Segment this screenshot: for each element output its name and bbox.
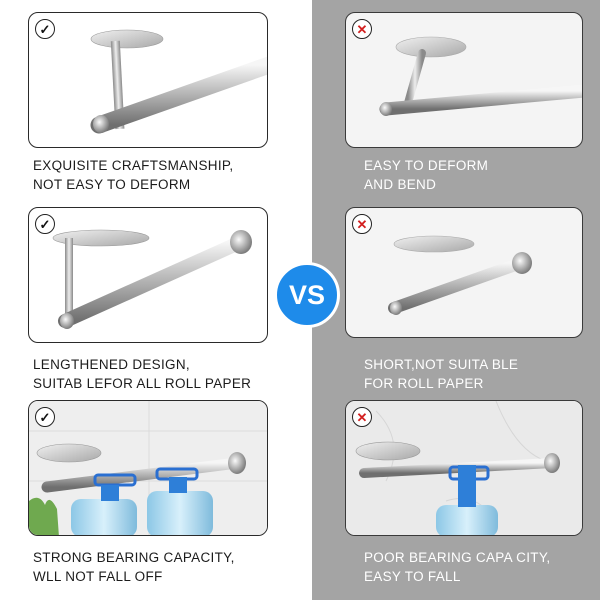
vs-badge: VS <box>274 262 340 328</box>
cross-icon: ✕ <box>352 407 372 427</box>
caption-line: STRONG BEARING CAPACITY, <box>33 550 235 565</box>
good-holder-card-3: ✓ <box>28 400 268 536</box>
holder-illustration <box>90 29 267 134</box>
caption-line: NOT EASY TO DEFORM <box>33 177 191 192</box>
bad-caption-2: SHORT,NOT SUITA BLE FOR ROLL PAPER <box>364 355 518 393</box>
caption-line: EXQUISITE CRAFTSMANSHIP, <box>33 158 234 173</box>
holder-illustration <box>379 36 582 116</box>
check-icon: ✓ <box>35 407 55 427</box>
cross-icon: ✕ <box>352 19 372 39</box>
good-caption-2: LENGTHENED DESIGN, SUITAB LEFOR ALL ROLL… <box>33 355 251 393</box>
good-holder-card-1: ✓ <box>28 12 268 148</box>
check-icon: ✓ <box>35 19 55 39</box>
bad-caption-3: POOR BEARING CAPA CITY, EASY TO FALL <box>364 548 550 586</box>
caption-line: AND BEND <box>364 177 437 192</box>
good-caption-3: STRONG BEARING CAPACITY, WLL NOT FALL OF… <box>33 548 235 586</box>
caption-line: SUITAB LEFOR ALL ROLL PAPER <box>33 376 252 391</box>
holder-photo <box>346 401 582 535</box>
bad-caption-1: EASY TO DEFORM AND BEND <box>364 156 488 194</box>
caption-line: SHORT,NOT SUITA BLE <box>364 357 519 372</box>
caption-line: EASY TO DEFORM <box>364 158 489 173</box>
holder-photo <box>29 401 267 535</box>
good-holder-card-2: ✓ <box>28 207 268 343</box>
holder-illustration <box>388 235 532 315</box>
caption-line: POOR BEARING CAPA CITY, <box>364 550 551 565</box>
holder-illustration <box>52 229 252 329</box>
caption-line: WLL NOT FALL OFF <box>33 569 163 584</box>
bad-holder-card-3: ✕ <box>345 400 583 536</box>
caption-line: FOR ROLL PAPER <box>364 376 484 391</box>
check-icon: ✓ <box>35 214 55 234</box>
bad-holder-card-1: ✕ <box>345 12 583 148</box>
caption-line: EASY TO FALL <box>364 569 461 584</box>
cross-icon: ✕ <box>352 214 372 234</box>
good-caption-1: EXQUISITE CRAFTSMANSHIP, NOT EASY TO DEF… <box>33 156 233 194</box>
caption-line: LENGTHENED DESIGN, <box>33 357 190 372</box>
bad-holder-card-2: ✕ <box>345 207 583 338</box>
